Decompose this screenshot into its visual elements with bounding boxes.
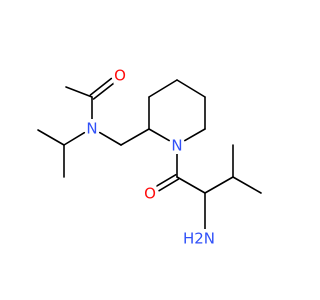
bond-c_ring6-n_ring (184, 128, 206, 142)
atom-label-background (184, 229, 214, 247)
atom-label-n: H2N (183, 230, 215, 248)
bond-c_ring3-c_ring4 (148, 79, 178, 98)
atom-label-o: O (144, 185, 156, 203)
bond-c_ring4-c_ring5 (176, 79, 206, 98)
atom-n_amide: N (85, 119, 99, 138)
bond-c_carbonyl_acetyl-o_acetyl-a (92, 81, 116, 100)
bond-c_methylene-c_ring2 (120, 128, 150, 146)
bond-c_methyl_acetyl-c_carbonyl_acetyl (65, 86, 93, 98)
atom-label-o: O (114, 67, 126, 85)
bond-c_carbonyl_valine-c_alpha (176, 176, 206, 194)
atom-label-n: N (171, 137, 182, 155)
atom-label-background (85, 119, 99, 137)
bond-n_amide-c_isopropyl_ch (63, 131, 86, 146)
bond-c_isopropyl_ch-c_isopropyl_me1 (37, 129, 65, 146)
bond-n_ring-c_ring2 (148, 128, 170, 142)
bond-n_amide-c_methylene (98, 131, 122, 146)
atom-label-n: N (86, 120, 97, 138)
bond-c_beta-c_gamma2 (232, 176, 262, 194)
bonds-layer (37, 77, 262, 230)
bond-c_alpha-c_beta (204, 176, 234, 194)
atom-label-background (143, 184, 157, 202)
atom-o_valine: O (143, 184, 157, 203)
atom-n_ring: N (170, 136, 184, 155)
atom-n_amine: H2N (183, 229, 215, 248)
atom-labels-layer: O N N O H2N (85, 66, 215, 248)
atom-label-background (113, 66, 127, 84)
bond-c_carbonyl_valine-o_valine-b (158, 178, 180, 192)
molecule-structure: O N N O H2N (37, 66, 262, 248)
bond-c_carbonyl_valine-o_valine-a (155, 173, 177, 187)
atom-o_acetyl: O (113, 66, 127, 85)
atom-label-background (170, 136, 184, 154)
bond-c_carbonyl_acetyl-o_acetyl-b (89, 77, 113, 96)
